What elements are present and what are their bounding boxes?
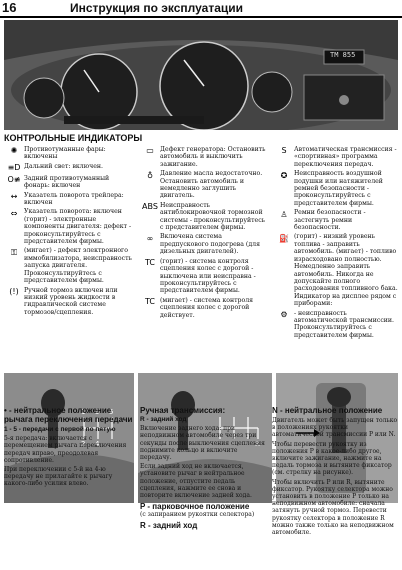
rear-fog-icon: O≢ [7,175,21,185]
indicator-item: ↔ Указатель поворота трейлера: включен [4,192,134,207]
trailer-icon: ↔ [10,191,18,201]
page-number: 16 [2,0,17,15]
gear-label-r: R [255,440,260,448]
indicator-item: ✪ Неисправность воздушной подушки или нат… [274,170,398,207]
indicator-item: ⚿ (мигает) - дефект электронного иммобили… [4,247,134,284]
tc-active-icon: TC [144,297,155,307]
indicator-item: ∞ Включена система предпускового подогрев… [140,233,270,255]
manual-heading: Ручная трансмиссия: [140,406,226,415]
neutral-text-column: • - нейтральное положение рычага переклю… [4,406,134,488]
reverse-subheading: R - задний ход [140,416,187,423]
indicator-description: (мигает) - система контроля сцепления ко… [160,296,254,319]
neutral-heading: • - нейтральное положение рычага переклю… [4,406,133,424]
indicator-item: ⇔ Указатель поворота: включен (горит) - э… [4,208,134,245]
reverse-retry-paragraph: Если задний ход не включается, установит… [140,463,252,500]
page-title: Инструкция по эксплуатации [70,1,244,15]
manual-gearbox-photo-1: 1 3 5 2 4 [4,373,134,503]
tc-icon: TC [144,257,155,267]
gear-label-4: 4 [95,440,100,448]
automatic-selector-photo [276,373,398,503]
indicator-description: Давление масла недостаточно. Остановить … [160,170,263,200]
airbag-icon: ✪ [280,170,288,180]
indicator-item: TC (горит) - система контроля сцепления к… [140,258,270,295]
gear-warning-icon: ⚙ [280,309,288,319]
park-heading: P - парковочное положение [140,502,250,512]
indicators-column-3: S Автоматическая трансмиссия - «спортивна… [274,146,398,341]
indicator-description: Включена система предпускового подогрева… [160,233,260,256]
indicator-description: Дальний свет: включен. [24,162,103,170]
indicator-description: - неисправность автоматической трансмисс… [294,309,395,339]
automatic-transmission-column: N - нейтральное положение Двигатель може… [272,406,398,536]
reverse-heading-auto: R - задний ход [140,521,198,531]
battery-icon: ▭ [146,146,154,156]
indicator-item: ⛽ (горит) - низкий уровень топлива - запр… [274,233,398,307]
sport-mode-icon: S [281,146,287,156]
gear-label-5: 5 [109,408,114,416]
section-title: КОНТРОЛЬНЫЕ ИНДИКАТОРЫ [4,133,143,143]
glow-plug-icon: ∞ [146,233,154,243]
indicator-item: ♙ Ремни безопасности - застегнуть ремни б… [274,209,398,231]
abs-icon: ABS [142,202,158,212]
manual-gearbox-photo-2: R [138,373,272,503]
fog-lights-icon: ✺ [10,146,18,156]
parking-brake-icon: (!) [9,286,19,296]
engage-park-reverse-paragraph: Чтобы включить Р или R, вытяните фиксато… [272,478,394,537]
neutral-auto-heading: N - нейтральное положение [272,406,383,415]
indicator-item: (!) Ручной тормоз включен или низкий уров… [4,287,134,317]
indicator-item: S Автоматическая трансмиссия - «спортивна… [274,146,398,168]
gears-subheading: 1 - 5 - передачи с первой по пятую [4,426,116,433]
indicator-description: Дефект генератора: Остановить автомобиль… [160,146,266,168]
indicator-item: TC (мигает) - система контроля сцепления … [140,297,270,319]
indicator-description: (горит) - система контроля сцепления кол… [160,257,256,295]
indicator-item: O≢Задний противотуманный фонарь: включен [4,175,134,190]
transmission-photos: 1 3 5 2 4 R [4,373,398,503]
manual-transmission-column: Ручная трансмиссия: R - задний ход Включ… [140,406,268,530]
dashboard-photo: TM 855 [4,20,398,130]
gear-label-1: 1 [81,408,86,416]
indicator-item: ♁ Давление масла недостаточно. Остановить… [140,170,270,200]
indicator-description: Указатель поворота: включен (горит) - эл… [24,208,132,246]
shift-from-park-paragraph: Чтобы перевести рукоятку из положения Р … [272,440,392,477]
indicator-description: (мигает) - дефект электронного иммобилиз… [24,247,132,285]
immobilizer-icon: ⚿ [10,247,18,257]
indicator-item: ⚙ - неисправность автоматической трансмис… [274,310,398,340]
indicator-description: Ручной тормоз включен или низкий уровень… [24,286,118,316]
indicator-description: (горит) - низкий уровень топлива - запра… [294,233,398,308]
indicator-description: Задний противотуманный фонарь: включен [24,174,110,190]
indicator-description: Противотуманные фары: включены [24,146,106,161]
seatbelt-icon: ♙ [280,209,288,219]
reverse-engage-paragraph: Включение заднего хода: при неподвижном … [140,425,265,462]
page-header: 16 Инструкция по эксплуатации [0,0,402,18]
indicator-item: ✺ Противотуманные фары: включены [4,146,134,161]
turn-signal-icon: ⇔ [10,208,18,218]
start-engine-paragraph: Двигатель может быть запущен только в по… [272,417,398,439]
downshift-paragraph: При переключении с 5-й на 4-ю передачу н… [4,466,113,488]
indicator-item: ▭ Дефект генератора: Остановить автомобил… [140,146,270,168]
indicator-description: Автоматическая трансмиссия - «спортивная… [294,146,397,168]
gear-label-3: 3 [95,408,100,416]
indicator-description: Неисправность воздушной подушки или натя… [294,170,383,207]
oil-pressure-icon: ♁ [147,170,153,180]
gear-label-2: 2 [81,440,86,448]
fifth-gear-paragraph: 5-я передача: включается с перемещением … [4,435,127,464]
indicator-description: Неисправность антиблокировочной тормозно… [160,201,266,232]
park-subheading: (с запиранием рукоятки селектора) [140,511,255,519]
indicator-description: Ремни безопасности - застегнуть ремни бе… [294,209,366,232]
clock-display: TM 855 [330,51,356,59]
indicators-column-2: ▭ Дефект генератора: Остановить автомобил… [140,146,270,321]
high-beam-icon: ≡D [7,163,21,173]
indicator-description: Указатель поворота трейлера: включен [24,191,124,207]
fuel-icon: ⛽ [279,233,289,243]
